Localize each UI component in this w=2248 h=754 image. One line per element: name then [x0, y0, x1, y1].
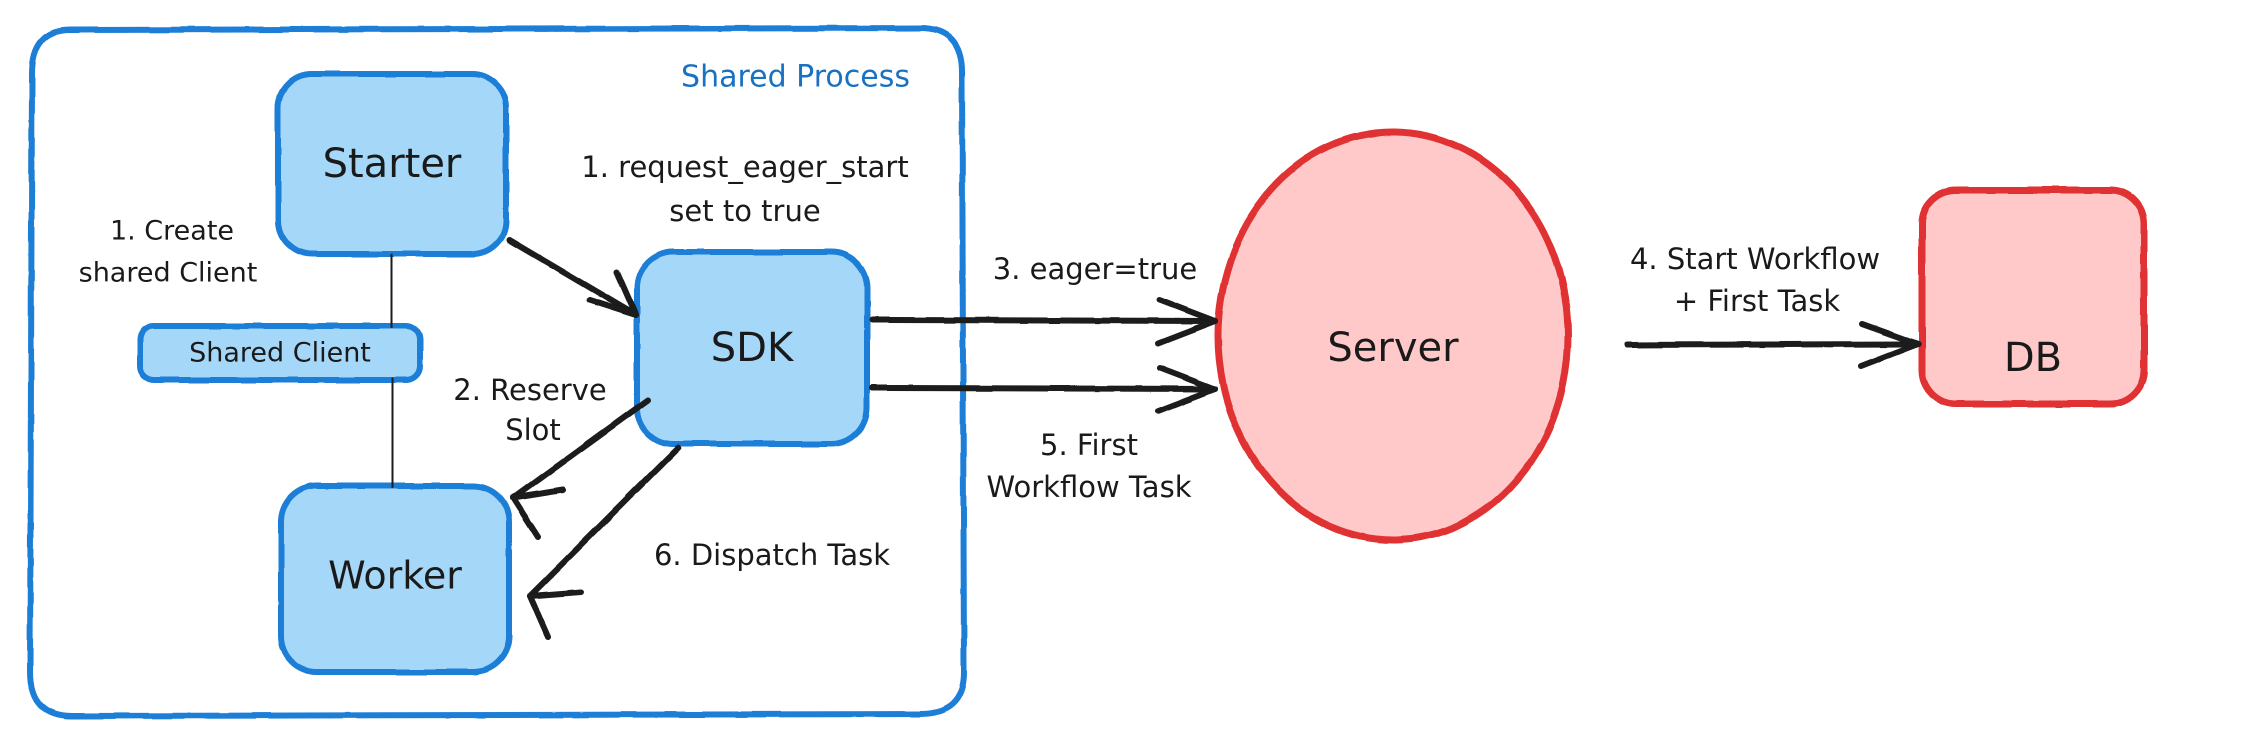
edge-start-workflow-db — [1624, 321, 1921, 369]
edge-label-create-shared-client-2: shared Client — [79, 258, 258, 289]
edge-label-request-eager-start-1: 1. request_eager_start — [581, 150, 908, 184]
shared-process-title: Shared Process — [681, 60, 910, 95]
node-starter[interactable]: Starter — [275, 71, 509, 257]
edge-label-request-eager-start-2: set to true — [669, 194, 820, 228]
node-db[interactable]: DB — [1918, 186, 2148, 408]
edge-request-eager-start-line — [506, 237, 639, 318]
edge-first-workflow-task — [869, 365, 1218, 414]
edge-start-workflow-db-line — [1624, 341, 1921, 348]
shared-process-border — [27, 25, 967, 719]
server-shape — [1214, 128, 1572, 544]
node-server[interactable]: Server — [1214, 128, 1572, 544]
edge-create-shared-client — [388, 253, 395, 329]
edge-eager-true-arrowhead — [1155, 297, 1218, 346]
worker-label: Worker — [328, 554, 462, 598]
edge-label-create-shared-client-1: 1. Create — [110, 216, 234, 247]
node-sdk[interactable]: SDK — [634, 249, 870, 447]
edge-label-reserve-slot-2: Slot — [505, 413, 561, 447]
edge-dispatch-task — [527, 445, 681, 640]
edge-first-workflow-task-line — [869, 385, 1218, 392]
edge-reserve-slot-line — [510, 397, 651, 501]
db-shape — [1918, 186, 2148, 408]
edge-shared-client-worker-line — [389, 377, 396, 489]
db-label: DB — [2004, 335, 2062, 381]
edge-dispatch-task-arrowhead — [527, 589, 584, 640]
server-label: Server — [1327, 325, 1459, 371]
worker-shape — [278, 483, 512, 675]
edge-request-eager-start — [506, 237, 639, 318]
edge-dispatch-task-line — [527, 445, 681, 599]
node-shared-client[interactable]: Shared Client — [137, 323, 423, 383]
edge-request-eager-start-arrowhead — [586, 269, 639, 318]
edge-first-workflow-task-arrowhead — [1155, 365, 1218, 414]
edge-label-first-workflow-task-1: 5. First — [1040, 428, 1138, 462]
edge-label-start-workflow-db-2: + First Task — [1674, 284, 1841, 318]
edge-eager-true — [869, 297, 1218, 346]
edge-reserve-slot — [510, 397, 651, 540]
edge-reserve-slot-arrowhead — [510, 487, 566, 540]
edge-label-eager-true: 3. eager=true — [993, 252, 1198, 286]
sdk-shape — [634, 249, 870, 447]
shared-client-shape — [137, 323, 423, 383]
shared-process-container — [27, 25, 967, 719]
edge-create-shared-client-line — [388, 253, 395, 329]
edge-label-reserve-slot-1: 2. Reserve — [453, 373, 606, 407]
edge-label-start-workflow-db-1: 4. Start Workflow — [1630, 242, 1880, 276]
sdk-label: SDK — [711, 325, 795, 371]
edge-label-dispatch-task: 6. Dispatch Task — [654, 538, 890, 572]
edge-start-workflow-db-arrowhead — [1858, 321, 1921, 369]
shared-client-label: Shared Client — [189, 338, 371, 369]
edge-label-first-workflow-task-2: Workflow Task — [987, 470, 1192, 504]
edge-eager-true-line — [869, 317, 1218, 324]
edge-shared-client-worker — [389, 377, 396, 489]
starter-label: Starter — [323, 141, 462, 187]
node-worker[interactable]: Worker — [278, 483, 512, 675]
